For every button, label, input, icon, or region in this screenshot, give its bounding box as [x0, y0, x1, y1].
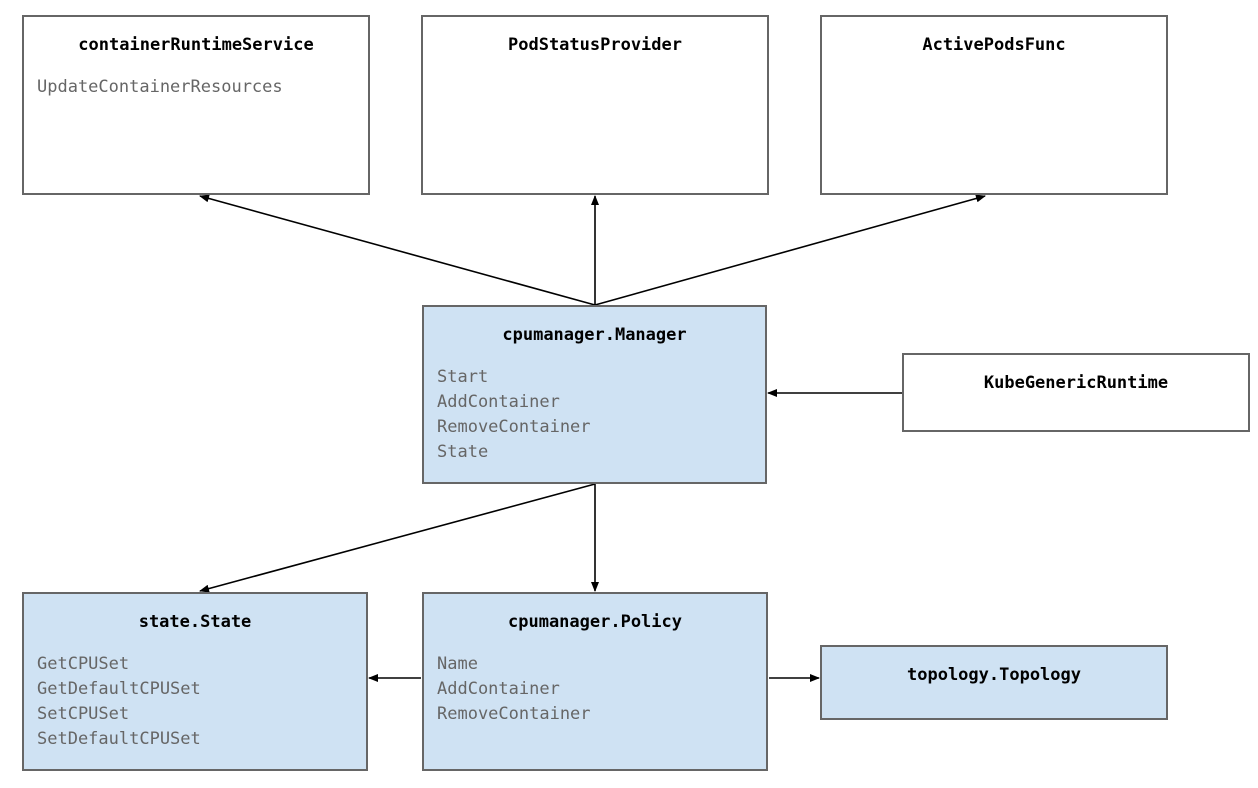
- node-title-state-state: state.State: [138, 612, 252, 632]
- method-item: AddContainer: [437, 392, 560, 412]
- node-kube-generic-runtime[interactable]: KubeGenericRuntime: [902, 353, 1250, 432]
- method-item: AddContainer: [437, 679, 560, 699]
- edge-manager-to-active-pods-func: [594, 194, 986, 306]
- edge-manager-to-state-state: [199, 483, 596, 593]
- method-item: RemoveContainer: [437, 704, 591, 724]
- node-title-topology-topology: topology.Topology: [907, 665, 1081, 685]
- method-item: SetCPUSet: [37, 704, 130, 724]
- node-title-pod-status-provider: PodStatusProvider: [508, 35, 682, 55]
- node-topology-topology[interactable]: topology.Topology: [820, 645, 1168, 720]
- method-item: Start: [437, 367, 489, 387]
- node-active-pods-func[interactable]: ActivePodsFunc: [820, 15, 1168, 195]
- method-item: Name: [437, 654, 478, 674]
- method-item: GetCPUSet: [37, 654, 130, 674]
- node-title-active-pods-func: ActivePodsFunc: [922, 35, 1066, 55]
- edge-manager-to-container-runtime-service: [199, 194, 596, 306]
- node-title-cpumanager-manager: cpumanager.Manager: [502, 325, 687, 345]
- method-item: GetDefaultCPUSet: [37, 679, 201, 699]
- method-item: UpdateContainerResources: [37, 77, 283, 97]
- node-methods-container-runtime-service: UpdateContainerResources: [24, 75, 368, 100]
- method-item: SetDefaultCPUSet: [37, 729, 201, 749]
- node-title-cpumanager-policy: cpumanager.Policy: [508, 612, 682, 632]
- node-pod-status-provider[interactable]: PodStatusProvider: [421, 15, 769, 195]
- method-item: State: [437, 442, 489, 462]
- node-title-container-runtime-service: containerRuntimeService: [78, 35, 314, 55]
- method-item: RemoveContainer: [437, 417, 591, 437]
- node-title-kube-generic-runtime: KubeGenericRuntime: [983, 373, 1169, 393]
